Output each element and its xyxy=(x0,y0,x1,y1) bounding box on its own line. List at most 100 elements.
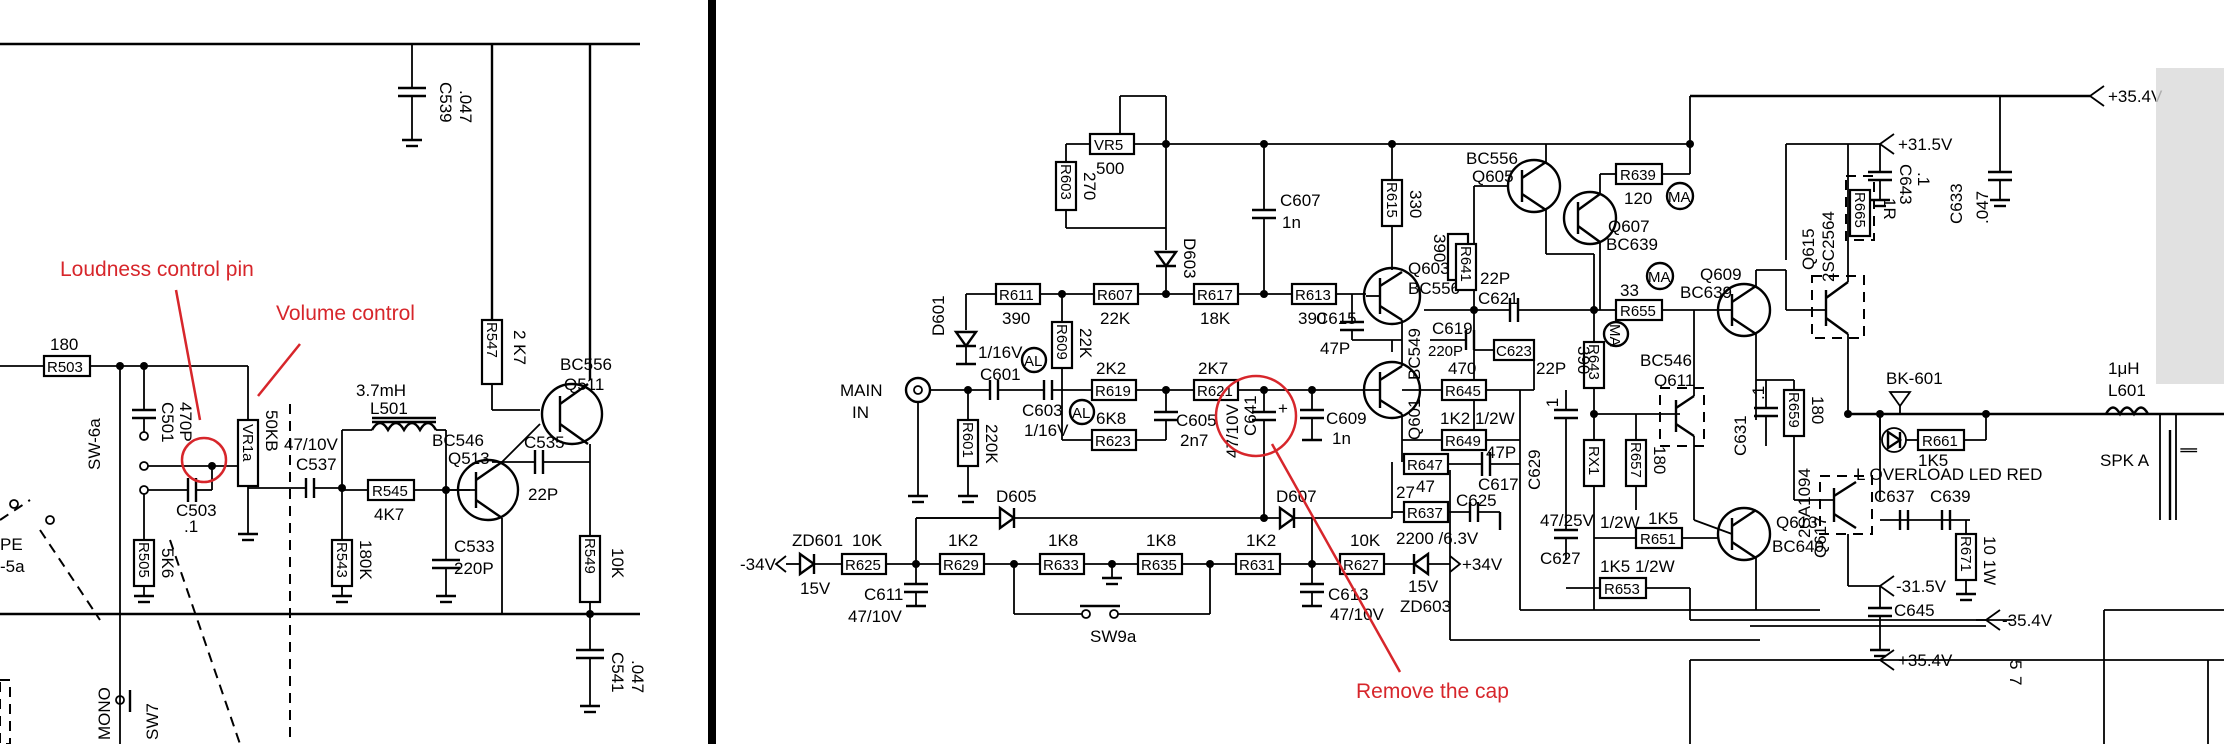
c633-value: .047 xyxy=(1973,191,1992,224)
q511-type: BC556 xyxy=(560,355,612,374)
q611-label: Q611 xyxy=(1654,371,1694,390)
r655-value: 33 xyxy=(1620,281,1639,300)
edge-label-5: 5 xyxy=(2006,660,2025,669)
r613-value: 390 xyxy=(1298,309,1326,328)
diode-d607: D607 xyxy=(1276,487,1317,531)
q615-label: Q615 xyxy=(1799,228,1818,270)
capacitor-c625: C625 2200 /6.3V xyxy=(1396,491,1497,548)
r655-label: R655 xyxy=(1620,303,1656,320)
capacitor-c633: C633 .047 xyxy=(1947,96,2012,224)
resistor-rx1: RX1 xyxy=(1582,438,1606,488)
c631-value: .1 xyxy=(1749,386,1768,400)
al-label-1: AL xyxy=(1024,353,1042,370)
c643-value: .1 xyxy=(1914,172,1933,186)
sw5a-label: -5a xyxy=(0,557,25,576)
r503-value: 180 xyxy=(50,335,78,354)
v315-label: +31.5V xyxy=(1898,135,1953,154)
capacitor-c539: C539 .047 xyxy=(398,82,475,148)
resistor-r671: R671 10 1W xyxy=(1954,532,1999,585)
c627-value: 47/25V xyxy=(1540,511,1595,530)
q615-type: 2SC2564 xyxy=(1819,211,1838,282)
r607-label: R607 xyxy=(1097,287,1133,304)
r619-label: R619 xyxy=(1095,383,1131,400)
r505-label: R505 xyxy=(135,542,152,578)
resistor-r641b: R641 xyxy=(1454,242,1478,292)
q605-label: Q605 xyxy=(1472,167,1514,186)
capacitor-c617: C617 47P xyxy=(1478,443,1519,494)
r633-label: R633 xyxy=(1043,557,1079,574)
switch-sw9a: SW9a xyxy=(1014,604,1210,646)
r627-value: 10K xyxy=(1350,531,1381,550)
transistor-q601: BC549 Q601 xyxy=(1362,328,1424,440)
main-in-jack xyxy=(904,376,932,404)
r637-value: 27 xyxy=(1396,483,1415,502)
sw9a-label: SW9a xyxy=(1090,627,1137,646)
resistor-r647: R647 47 xyxy=(1402,452,1450,496)
r611-value: 390 xyxy=(1002,309,1030,328)
resistor-r621: R621 2K7 xyxy=(1192,359,1240,402)
r611-label: R611 xyxy=(999,287,1034,304)
c501-label: C501 xyxy=(158,402,177,443)
r617-label: R617 xyxy=(1197,287,1233,304)
q617-label: Q617 xyxy=(1811,516,1830,558)
r609-value: 22K xyxy=(1076,328,1095,359)
resistor-r651: R651 1/2W 1K5 xyxy=(1594,509,1684,550)
d603-label: D603 xyxy=(1180,238,1199,279)
v354n-label: -35.4V xyxy=(2002,611,2053,630)
cap-removal-pointer xyxy=(1270,443,1402,673)
r649-value: 1K2 1/2W xyxy=(1440,409,1515,428)
resistor-r613: R613 390 xyxy=(1290,282,1338,328)
r549-label: R549 xyxy=(581,538,598,574)
test-point-al-2 xyxy=(1068,398,1096,426)
resistor-r609: R609 22K xyxy=(1050,320,1095,370)
c611-label: C611 xyxy=(864,585,903,604)
bk601-label: BK-601 xyxy=(1886,369,1943,388)
r643-label: R643 xyxy=(1585,344,1602,380)
loudness-pin-marker xyxy=(180,436,228,484)
capacitor-c631: C631 .1 xyxy=(1731,380,1778,456)
c601-value: 1/16V xyxy=(978,343,1023,362)
c541-label: C541 xyxy=(608,652,627,693)
l601-label: L601 xyxy=(2108,381,2146,400)
capacitor-c533: C533 220P xyxy=(432,490,495,604)
transistor-q511: BC556 Q511 xyxy=(540,355,612,446)
edge-label-7: 7 xyxy=(2006,676,2025,685)
r607-value: 22K xyxy=(1100,309,1131,328)
c605-value: 2n7 xyxy=(1180,431,1208,450)
c537-value: 47/10V xyxy=(284,435,339,454)
capacitor-c623: C623 22P xyxy=(1492,338,1566,378)
r665-value: 1R xyxy=(1880,198,1899,220)
d605-label: D605 xyxy=(996,487,1037,506)
resistor-r505: R505 5K6 xyxy=(132,538,177,588)
capacitor-c503: C503 .1 xyxy=(148,466,217,536)
resistor-r611: R611 390 xyxy=(994,282,1042,328)
c639-label: C639 xyxy=(1930,487,1971,506)
zd601-label: ZD601 xyxy=(792,531,843,550)
q609-type: BC639 xyxy=(1680,283,1732,302)
c625-value: 2200 /6.3V xyxy=(1396,529,1479,548)
r629-label: R629 xyxy=(943,557,979,574)
c503-label: C503 xyxy=(176,501,217,520)
inductor-l601: 1μH L601 xyxy=(2104,359,2150,417)
q613-label: Q613 xyxy=(1776,513,1818,532)
resistor-r635: R635 1K8 xyxy=(1136,531,1184,576)
r653-value: 1K5 1/2W xyxy=(1600,557,1675,576)
r631-value: 1K2 xyxy=(1246,531,1276,550)
loudness-annotation: Loudness control pin xyxy=(60,258,254,281)
c533-value: 220P xyxy=(454,559,494,578)
r671-value: 10 1W xyxy=(1980,536,1999,585)
resistor-r659: R659 180 xyxy=(1782,388,1827,438)
resistor-r625: R625 10K xyxy=(840,531,888,576)
v354-top-label: +35.4V xyxy=(2108,87,2163,106)
c633-label: C633 xyxy=(1947,183,1966,224)
r641-value: 390 xyxy=(1430,234,1449,262)
r643-value: 390 xyxy=(1574,346,1593,374)
r613-label: R613 xyxy=(1295,287,1331,304)
r601-label: R601 xyxy=(959,422,976,458)
c619-value: 220P xyxy=(1428,343,1463,360)
c609-value: 1n xyxy=(1332,429,1351,448)
r543-value: 180K xyxy=(356,540,375,580)
r639-label: R639 xyxy=(1620,167,1656,184)
c625-label: C625 xyxy=(1456,491,1497,510)
